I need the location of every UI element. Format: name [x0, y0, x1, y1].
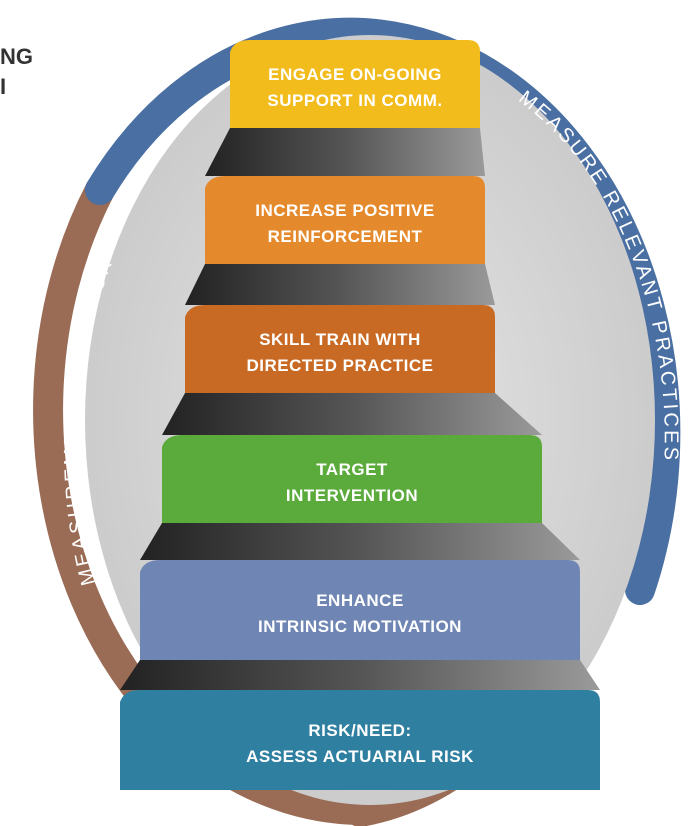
corner-heading-fragment: NG — [0, 44, 33, 69]
step-label-line1: SKILL TRAIN WITH — [259, 330, 421, 349]
step-label-line2: REINFORCEMENT — [268, 227, 423, 246]
step-band — [162, 435, 542, 523]
step-twist-shadow — [185, 264, 495, 305]
step-label-line2: INTERVENTION — [286, 486, 418, 505]
step-label-line2: SUPPORT IN COMM. — [267, 91, 442, 110]
corner-heading-fragment-2: I — [0, 74, 6, 99]
step-label-line1: INCREASE POSITIVE — [255, 201, 434, 220]
step-band — [205, 176, 485, 264]
step-label-line1: ENHANCE — [316, 591, 404, 610]
step-band — [230, 40, 480, 128]
step-label-line2: ASSESS ACTUARIAL RISK — [246, 747, 474, 766]
step-twist-shadow — [120, 660, 600, 690]
step-label-line1: TARGET — [316, 460, 388, 479]
step-label-line2: DIRECTED PRACTICE — [246, 356, 433, 375]
step-twist-shadow — [205, 128, 485, 176]
step-band — [120, 690, 600, 790]
step-twist-shadow — [162, 393, 542, 435]
step-label-line1: RISK/NEED: — [308, 721, 411, 740]
steps-layer: ENGAGE ON-GOING SUPPORT IN COMM. INCREASE … — [120, 40, 600, 790]
step-label-line2: INTRINSIC MOTIVATION — [258, 617, 462, 636]
step-band — [185, 305, 495, 393]
step-band — [140, 560, 580, 660]
step-twist-shadow — [140, 523, 580, 560]
step-label-line1: ENGAGE ON-GOING — [268, 65, 442, 84]
